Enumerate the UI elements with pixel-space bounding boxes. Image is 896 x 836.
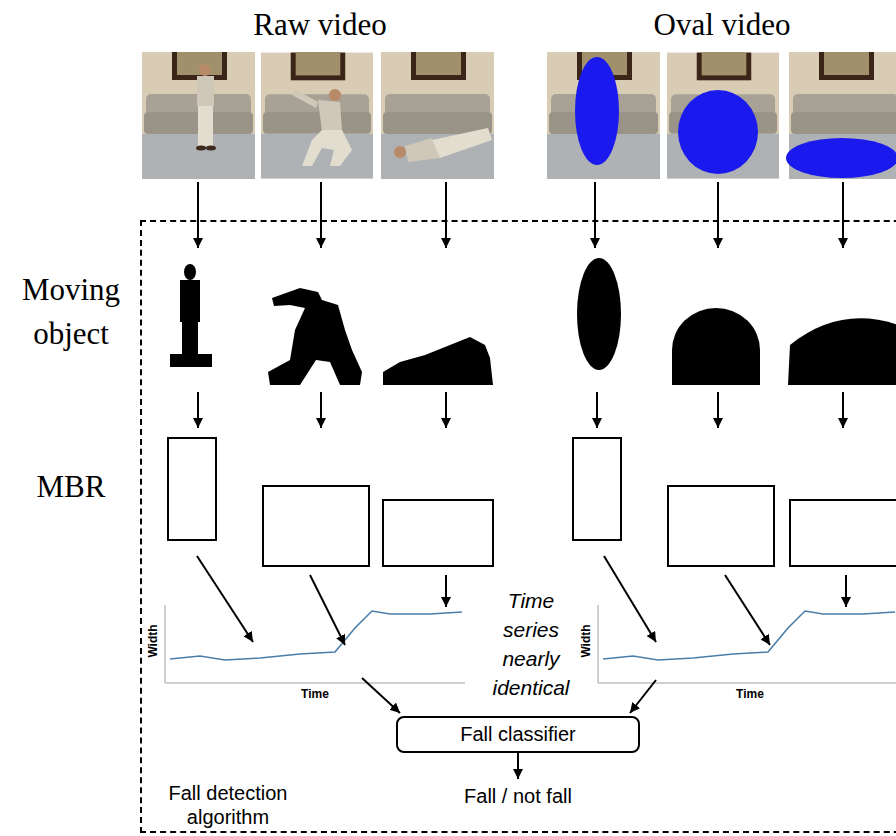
mbr-rect	[168, 438, 216, 540]
row-label: Moving object	[6, 268, 136, 356]
mbr-rect	[263, 486, 369, 566]
axis-label: Width	[146, 624, 160, 657]
axis-label: Time	[736, 687, 764, 701]
arrow	[320, 182, 322, 248]
row-label: MBR	[6, 468, 136, 505]
axis-label: Time	[301, 687, 329, 701]
width-chart	[165, 605, 465, 683]
width-chart	[598, 605, 896, 683]
video-frame	[261, 53, 373, 179]
arrow	[842, 392, 844, 428]
arrow	[594, 182, 596, 248]
output-label: Fall / not fall	[464, 784, 572, 808]
mbr-rectangles	[168, 438, 896, 566]
chart-axes	[165, 605, 465, 683]
moving-object-silhouettes	[170, 258, 896, 385]
process-label: Fall classifier	[460, 723, 576, 746]
arrow	[717, 182, 719, 248]
arrow	[717, 392, 719, 428]
chart-line	[603, 611, 895, 660]
silhouette-oval-flat	[788, 318, 896, 385]
video-frame	[142, 52, 255, 179]
arrow	[197, 556, 253, 642]
arrow	[517, 753, 519, 779]
region-label: Fall detection algorithm	[154, 781, 302, 829]
oval-video-frames	[547, 52, 896, 179]
silhouette-oval-tall	[577, 258, 621, 370]
blue-oval	[786, 138, 896, 178]
mbr-rect	[383, 500, 493, 566]
arrow	[310, 575, 345, 645]
note-text: Time series nearly identical	[481, 586, 581, 702]
silhouette-oval-round	[672, 308, 760, 385]
arrow	[445, 182, 447, 248]
arrow	[197, 182, 199, 248]
arrow	[362, 678, 400, 713]
chart-line	[170, 611, 462, 660]
person-lying	[394, 128, 492, 162]
arrow	[596, 392, 598, 428]
arrow	[842, 182, 844, 248]
video-frame	[547, 52, 660, 179]
silhouette-lying	[383, 337, 493, 385]
axis-label: Width	[579, 624, 593, 657]
arrow	[197, 392, 199, 428]
arrow	[604, 556, 656, 642]
process-box: Fall classifier	[396, 716, 640, 753]
blue-oval	[678, 90, 758, 174]
video-heading: Oval video	[654, 6, 791, 43]
person-falling	[292, 89, 352, 166]
algorithm-region: Fall detection algorithm Fall classifier	[140, 220, 896, 833]
arrow	[630, 680, 656, 713]
mbr-rect	[790, 500, 896, 566]
video-frame	[381, 52, 494, 179]
video-heading: Raw video	[253, 6, 386, 43]
mbr-rect	[573, 438, 621, 540]
blue-oval	[575, 57, 619, 165]
mbr-rect	[668, 486, 774, 566]
flow-arrows	[197, 182, 846, 779]
silhouette-falling	[268, 288, 362, 385]
arrow	[320, 392, 322, 428]
video-frame	[667, 53, 779, 179]
silhouette-standing	[170, 264, 212, 367]
arrow	[445, 392, 447, 428]
arrow	[845, 575, 847, 607]
raw-video-frames	[142, 52, 494, 179]
arrow	[725, 575, 770, 645]
arrow	[445, 575, 447, 607]
person-standing	[196, 64, 216, 151]
chart-axes	[598, 605, 896, 683]
